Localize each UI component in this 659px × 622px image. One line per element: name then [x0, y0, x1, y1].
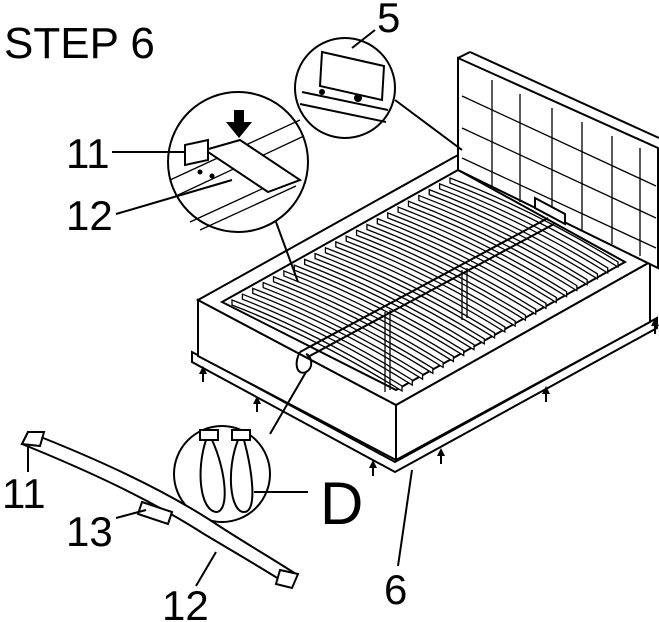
headboard-tufting	[461, 80, 657, 256]
bed-slat	[438, 182, 609, 275]
bed-slat	[252, 287, 424, 381]
slat-end-cap	[274, 568, 300, 590]
bed-slat	[387, 211, 557, 304]
callout-part-11-bottom: 11	[2, 470, 46, 517]
bed-slat	[272, 275, 444, 369]
bed-slat	[366, 223, 537, 316]
center-support-rail	[299, 217, 555, 392]
part-5-bracket	[318, 50, 386, 102]
headboard	[457, 51, 659, 270]
bed-slat	[231, 299, 403, 393]
leader-detail-d	[269, 371, 307, 435]
up-arrow-icon	[253, 396, 261, 412]
bed-slat	[324, 246, 496, 340]
up-arrow-icon	[369, 460, 377, 476]
bed-slat	[314, 252, 485, 345]
loose-slat-assembly	[20, 430, 300, 590]
step-title: STEP 6	[4, 19, 155, 68]
down-arrow-icon	[226, 110, 252, 138]
bed-slat	[293, 264, 465, 357]
part-12-slat-end	[184, 138, 209, 167]
detail-circle-part-11-12	[167, 91, 309, 283]
bed-slat	[283, 270, 455, 363]
bed-base-plinth	[191, 316, 658, 474]
bed-slat	[449, 177, 619, 269]
callout-part-12-bottom: 12	[162, 582, 209, 622]
part-11-end-cap	[202, 138, 303, 194]
up-arrow-icon	[651, 318, 659, 334]
leader-part-12-bottom	[195, 551, 217, 587]
leader-part-6	[397, 469, 413, 567]
up-arrow-icon	[199, 366, 207, 382]
bed-slat	[376, 217, 547, 310]
leader-detail-11-12	[275, 221, 299, 283]
bed-slat	[262, 281, 434, 375]
slat-group	[231, 177, 619, 393]
callout-part-13: 13	[66, 508, 113, 555]
bed-slat	[335, 240, 506, 334]
detail-circle-strap-d	[173, 371, 308, 523]
callout-part-12-top: 12	[66, 192, 113, 239]
bed-slat	[418, 194, 588, 286]
bed-slat	[241, 293, 413, 387]
bed-slat	[397, 206, 568, 298]
slat-joint-part-13	[136, 500, 174, 526]
callout-part-6: 6	[384, 566, 407, 613]
bed-slat	[428, 188, 599, 280]
rail-bracket	[534, 196, 566, 226]
bed-slat	[355, 229, 527, 322]
callout-part-d: D	[320, 470, 363, 537]
bed-slat	[345, 235, 516, 328]
callout-part-5: 5	[377, 0, 400, 41]
detail-circle-part-5	[294, 37, 463, 151]
up-arrow-icon	[437, 448, 445, 464]
leader-part-12-top	[115, 179, 233, 215]
slat-end-part-11	[20, 431, 46, 448]
headboard-panel	[457, 56, 659, 270]
leader-part-13	[115, 509, 147, 519]
lift-arrows	[199, 318, 659, 476]
leader-detail-5	[394, 99, 463, 151]
up-arrow-icon	[542, 386, 550, 402]
bed-slat	[304, 258, 475, 351]
callout-part-11-top: 11	[66, 130, 110, 177]
leader-part-5	[351, 29, 376, 49]
bed-slat	[407, 200, 578, 292]
